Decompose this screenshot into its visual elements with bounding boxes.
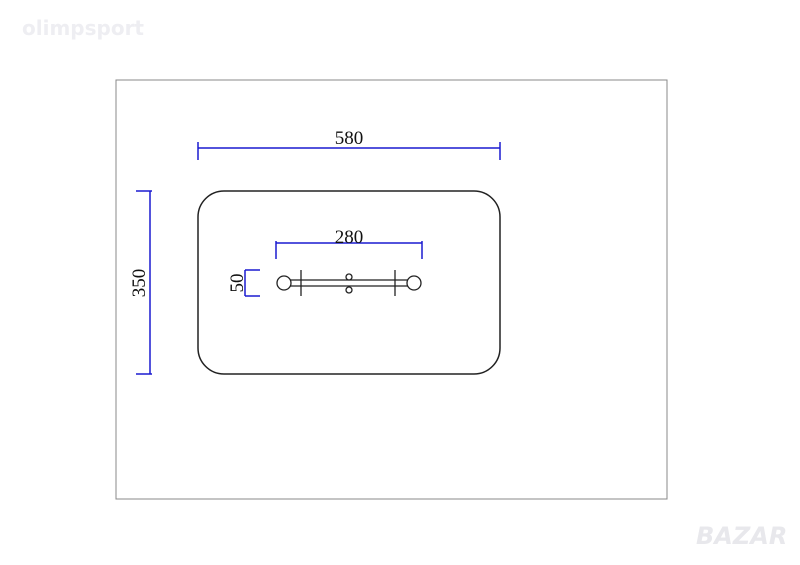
dimension-580 xyxy=(197,142,501,160)
dimension-label-280: 280 xyxy=(335,227,364,248)
drawing-frame xyxy=(115,79,668,500)
dimension-label-580: 580 xyxy=(335,128,364,149)
dimension-label-350: 350 xyxy=(129,269,150,298)
handle-bar xyxy=(276,270,422,296)
watermark-olimpsport: olimpsport xyxy=(22,16,144,40)
dimension-50 xyxy=(244,269,260,297)
dimension-280 xyxy=(275,241,423,259)
dimension-label-50: 50 xyxy=(227,274,248,293)
watermark-bazar: BAZAR xyxy=(696,522,788,550)
dimension-350 xyxy=(136,190,152,375)
door-panel-outline xyxy=(197,190,501,375)
